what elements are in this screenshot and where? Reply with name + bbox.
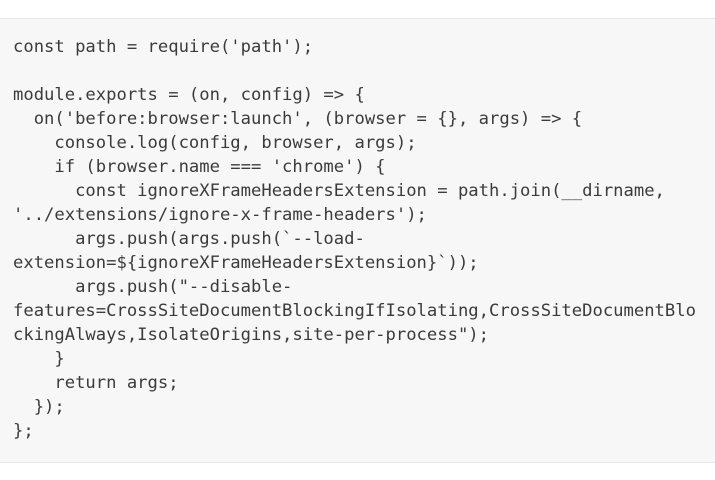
code-line: extension=${ignoreXFrameHeadersExtension… (13, 253, 479, 273)
code-line: on('before:browser:launch', (browser = {… (13, 109, 583, 129)
code-line: ckingAlways,IsolateOrigins,site-per-proc… (13, 325, 489, 345)
code-line: '../extensions/ignore-x-frame-headers'); (13, 205, 427, 225)
code-line: }; (13, 421, 34, 441)
code-line: if (browser.name === 'chrome') { (13, 157, 386, 177)
code-line: module.exports = (on, config) => { (13, 85, 365, 105)
code-block: const path = require('path'); module.exp… (0, 18, 715, 463)
code-line: console.log(config, browser, args); (13, 133, 417, 153)
code-line: args.push("--disable- (13, 277, 293, 297)
code-line: } (13, 349, 65, 369)
code-line (13, 59, 702, 83)
code-line: features=CrossSiteDocumentBlockingIfIsol… (13, 301, 696, 321)
code-line: const path = require('path'); (13, 37, 314, 57)
code-line: const ignoreXFrameHeadersExtension = pat… (13, 181, 665, 201)
code-line: return args; (13, 373, 179, 393)
code-line: args.push(args.push(`--load- (13, 229, 365, 249)
code-line: }); (13, 397, 65, 417)
